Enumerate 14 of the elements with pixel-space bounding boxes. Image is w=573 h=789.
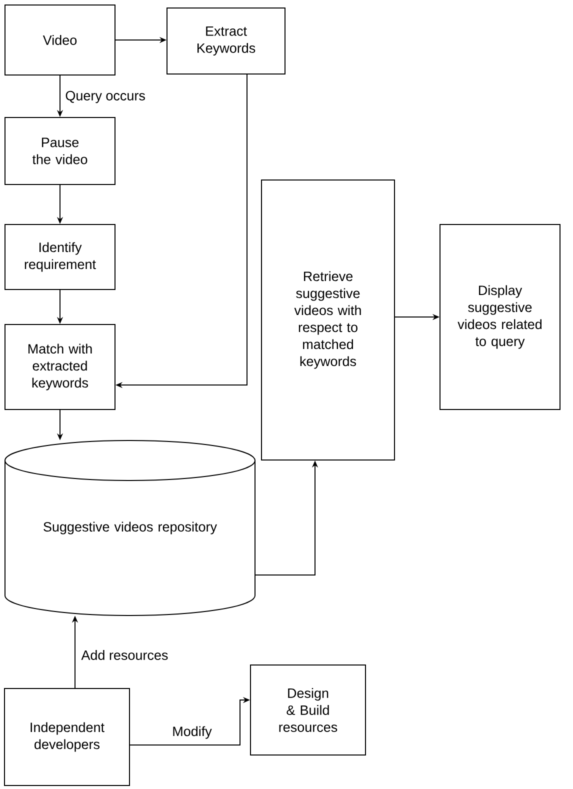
node-label: Suggestive videos repository <box>44 522 217 534</box>
process-box: Display suggestive videos related to query <box>440 224 560 410</box>
edge-label: Modify <box>171 725 213 740</box>
process-box: Design & Build resources <box>250 664 366 756</box>
process-box: Video <box>4 4 116 76</box>
process-box: Extract Keywords <box>166 8 286 74</box>
edge-label: Query occurs <box>64 90 146 104</box>
repository-cylinder: Suggestive videos repository <box>4 440 256 616</box>
process-box: Pause the video <box>4 117 116 185</box>
process-box: Retrieve suggestive videos with respect to matched keywords <box>261 180 395 460</box>
process-box: Independent developers <box>4 688 130 786</box>
process-box: Match with extracted keywords <box>4 324 116 410</box>
process-box: Identify requirement <box>4 224 116 290</box>
edge-label: Add resources <box>80 649 170 661</box>
